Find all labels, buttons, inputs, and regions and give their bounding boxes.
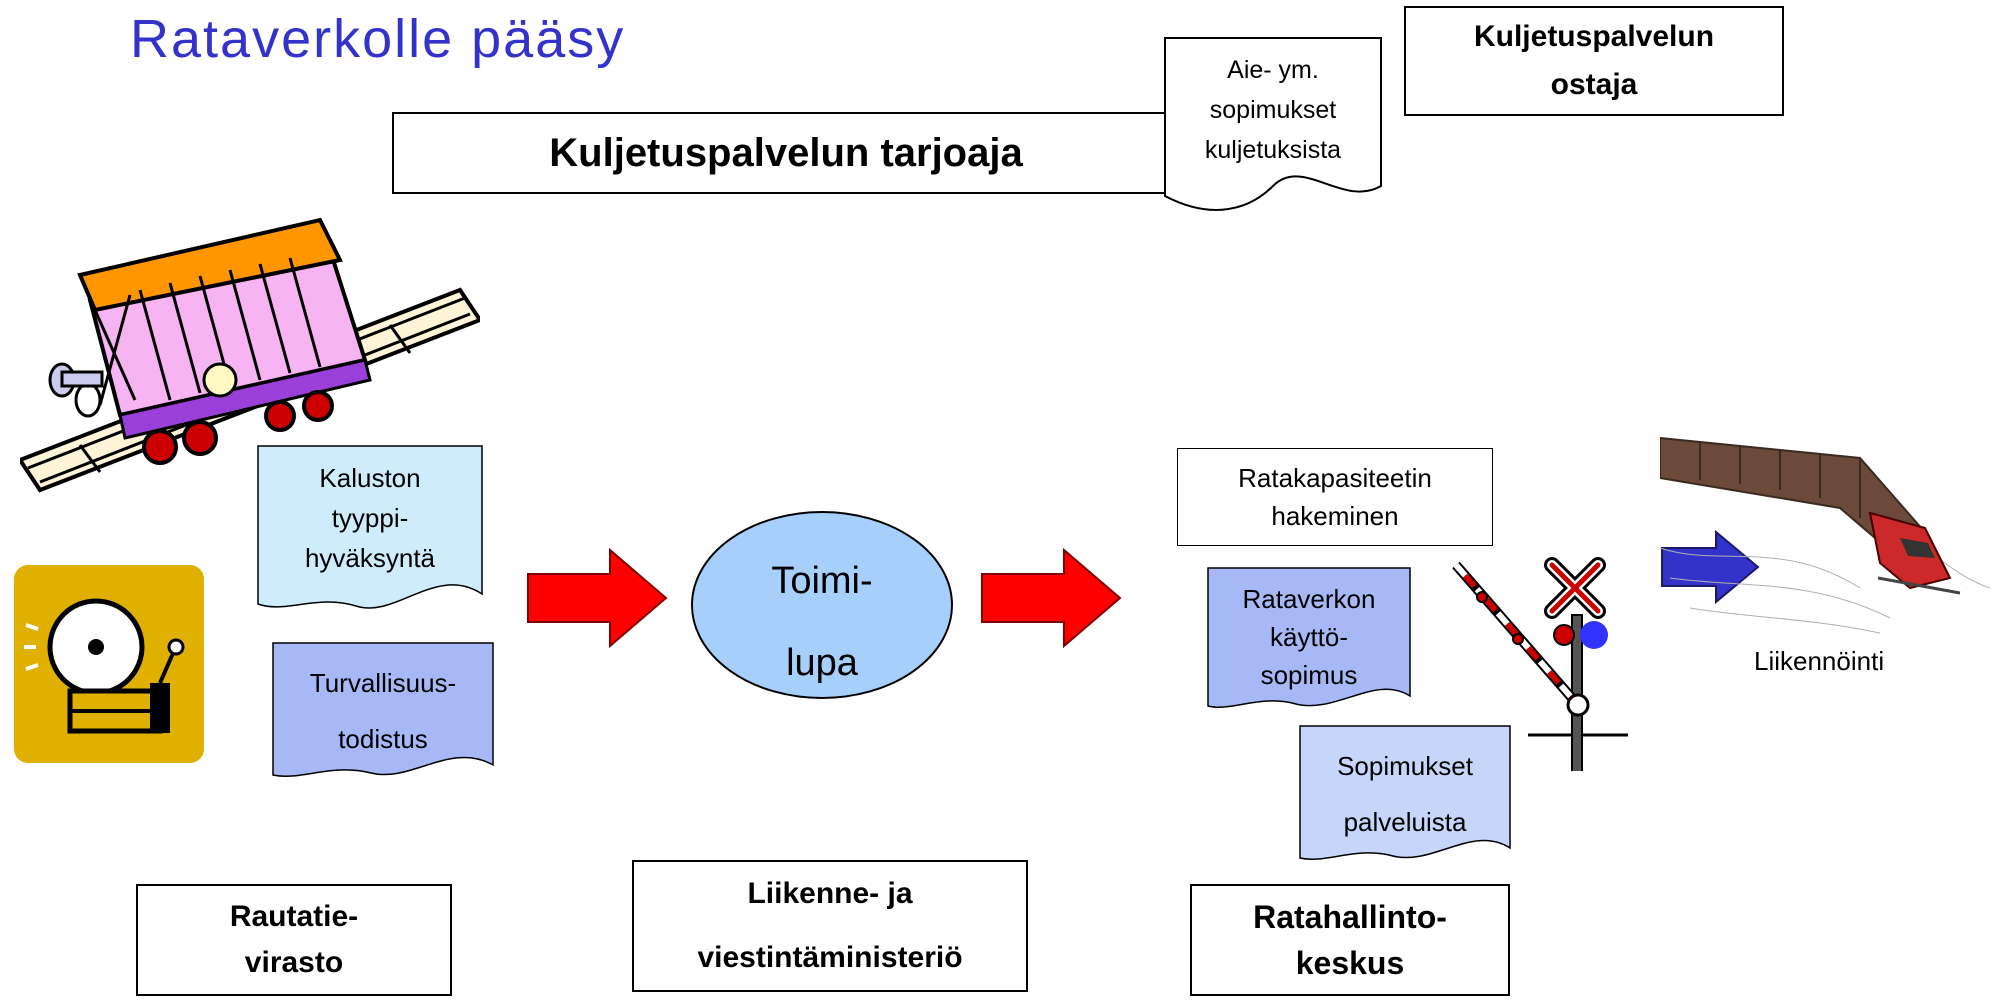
railway-agency-line-1: Rautatie- xyxy=(229,900,359,933)
safety-certificate-document: Turvallisuus- todistus xyxy=(271,641,495,781)
capacity-application-box: Ratakapasiteetin hakeminen xyxy=(1177,448,1493,546)
type-approval-line-3: hyväksyntä xyxy=(304,543,436,573)
license-line-2: lupa xyxy=(786,642,858,684)
agreement-line-1: Aie- ym. xyxy=(1227,56,1319,84)
buyer-box: Kuljetuspalvelun ostaja xyxy=(1404,6,1784,116)
railway-crossing-signal-icon xyxy=(1448,555,1638,776)
track-admin-line-2: keskus xyxy=(1295,945,1405,981)
operation-label: Liikennöinti xyxy=(1754,646,1885,676)
type-approval-document: Kaluston tyyppi- hyväksyntä xyxy=(256,444,484,614)
ministry-line-2: viestintäministeriö xyxy=(697,941,963,974)
agreement-document: Aie- ym. sopimukset kuljetuksista xyxy=(1163,36,1383,218)
flow-arrow-2 xyxy=(980,547,1122,649)
agreement-line-2: sopimukset xyxy=(1209,96,1337,124)
safety-certificate-line-1: Turvallisuus- xyxy=(309,668,457,698)
railway-agency-box: Rautatie- virasto xyxy=(136,884,452,996)
service-agreements-document: Sopimukset palveluista xyxy=(1298,724,1512,864)
license-line-1: Toimi- xyxy=(771,560,873,602)
network-agreement-line-1: Rataverkon xyxy=(1242,584,1376,614)
flow-arrow-1 xyxy=(526,547,668,649)
agreement-line-3: kuljetuksista xyxy=(1204,136,1342,164)
track-admin-line-1: Ratahallinto- xyxy=(1253,899,1447,935)
provider-box: Kuljetuspalvelun tarjoaja xyxy=(392,112,1180,194)
capacity-line-1: Ratakapasiteetin xyxy=(1238,463,1432,493)
provider-label: Kuljetuspalvelun tarjoaja xyxy=(549,130,1023,175)
network-agreement-line-2: käyttö- xyxy=(1269,622,1349,652)
network-agreement-line-3: sopimus xyxy=(1260,660,1358,690)
capacity-line-2: hakeminen xyxy=(1271,501,1399,531)
type-approval-line-1: Kaluston xyxy=(319,463,421,493)
track-admin-box: Ratahallinto- keskus xyxy=(1190,884,1510,996)
ministry-line-1: Liikenne- ja xyxy=(747,877,913,910)
page-title: Rataverkolle pääsy xyxy=(130,9,626,69)
ministry-box: Liikenne- ja viestintäministeriö xyxy=(632,860,1028,992)
safety-certificate-line-2: todistus xyxy=(338,724,428,754)
network-agreement-document: Rataverkon käyttö- sopimus xyxy=(1206,566,1412,712)
license-ellipse: Toimi- lupa xyxy=(690,510,954,700)
flow-arrow-3 xyxy=(1660,529,1760,605)
alarm-bell-icon xyxy=(14,565,204,763)
service-agreements-line-1: Sopimukset xyxy=(1337,751,1473,781)
service-agreements-line-2: palveluista xyxy=(1343,807,1467,837)
buyer-line-2: ostaja xyxy=(1550,68,1638,101)
type-approval-line-2: tyyppi- xyxy=(331,503,409,533)
railway-agency-line-2: virasto xyxy=(244,946,344,979)
buyer-line-1: Kuljetuspalvelun xyxy=(1473,20,1715,53)
freight-train-icon xyxy=(1659,418,1992,640)
freight-wagon-icon xyxy=(16,210,484,500)
